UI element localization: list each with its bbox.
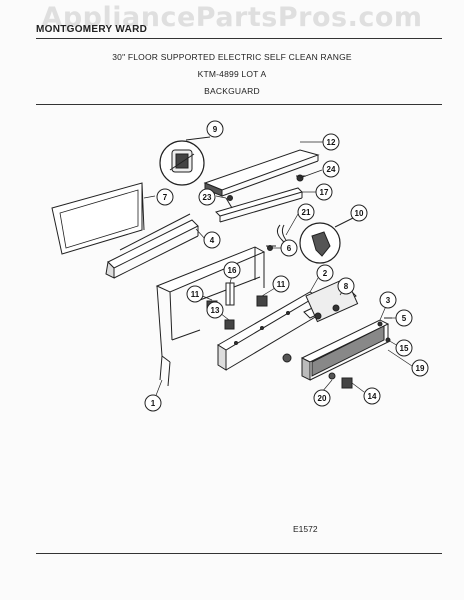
part-overlay-17 [300, 319, 390, 381]
svg-text:23: 23 [203, 193, 212, 202]
callout-21: 21 [297, 203, 315, 221]
svg-text:16: 16 [228, 266, 237, 275]
callout-7: 7 [156, 188, 174, 206]
callout-2: 2 [316, 264, 334, 282]
model-number: KTM-4899 LOT A [197, 69, 267, 79]
part-bracket-16 [225, 282, 235, 306]
svg-text:13: 13 [211, 306, 220, 315]
svg-text:5: 5 [402, 314, 407, 323]
svg-text:8: 8 [344, 282, 349, 291]
svg-text:1: 1 [151, 399, 156, 408]
callout-1: 1 [144, 394, 162, 412]
callout-11-right: 11 [272, 275, 290, 293]
part-knob-13 [224, 319, 235, 330]
section-title: BACKGUARD [204, 86, 260, 96]
svg-text:4: 4 [210, 236, 215, 245]
callout-12: 12 [322, 133, 340, 151]
callout-5: 5 [395, 309, 413, 327]
callout-17: 19 [411, 359, 429, 377]
callout-15: 15 [395, 339, 413, 357]
callout-23: 23 [198, 188, 216, 206]
part-bracket-10 [299, 216, 356, 264]
header-rule-top [36, 38, 442, 39]
header-rule-bottom [36, 104, 442, 105]
model-description: 30" FLOOR SUPPORTED ELECTRIC SELF CLEAN … [112, 52, 352, 62]
part-knob-20 [282, 353, 336, 380]
svg-text:9: 9 [213, 125, 218, 134]
callout-3: 3 [379, 291, 397, 309]
callouts: 9 12 24 7 23 17 21 10 4 6 16 2 11 8 11 3… [144, 120, 429, 412]
watermark: AppliancePartsPros.com [41, 2, 423, 33]
svg-text:19: 19 [416, 364, 425, 373]
brand-name: MONTGOMERY WARD [36, 24, 148, 35]
part-control-panel-2 [217, 291, 318, 371]
callout-4: 4 [203, 231, 221, 249]
svg-text:7: 7 [163, 193, 168, 202]
part-knob-14 [341, 377, 353, 389]
svg-text:24: 24 [327, 165, 336, 174]
svg-text:2: 2 [323, 269, 328, 278]
callout-10: 10 [350, 204, 368, 222]
part-panel-7 [51, 182, 145, 255]
svg-text:11: 11 [277, 280, 286, 289]
part-trim-12 [203, 149, 320, 197]
svg-text:12: 12 [327, 138, 336, 147]
svg-text:11: 11 [191, 290, 200, 299]
part-screw-23 [225, 195, 233, 209]
callout-19: 17 [315, 183, 333, 201]
svg-text:20: 20 [318, 394, 327, 403]
callout-11-left: 11 [186, 285, 204, 303]
callout-13: 13 [206, 301, 224, 319]
svg-text:6: 6 [287, 244, 292, 253]
svg-text:21: 21 [302, 208, 311, 217]
svg-text:3: 3 [386, 296, 391, 305]
svg-text:14: 14 [368, 392, 377, 401]
diagram-code: E1572 [293, 524, 318, 534]
callout-20: 20 [313, 389, 331, 407]
callout-6: 6 [280, 239, 298, 257]
svg-text:17: 17 [320, 188, 329, 197]
footer-rule [36, 553, 442, 554]
part-trim-4 [105, 213, 199, 279]
callout-8: 8 [337, 277, 355, 295]
callout-16: 16 [223, 261, 241, 279]
callout-24: 24 [322, 160, 340, 178]
callout-9: 9 [206, 120, 224, 138]
callout-14: 14 [363, 387, 381, 405]
part-switch-9 [159, 136, 211, 186]
svg-text:15: 15 [400, 344, 409, 353]
svg-text:10: 10 [355, 209, 364, 218]
